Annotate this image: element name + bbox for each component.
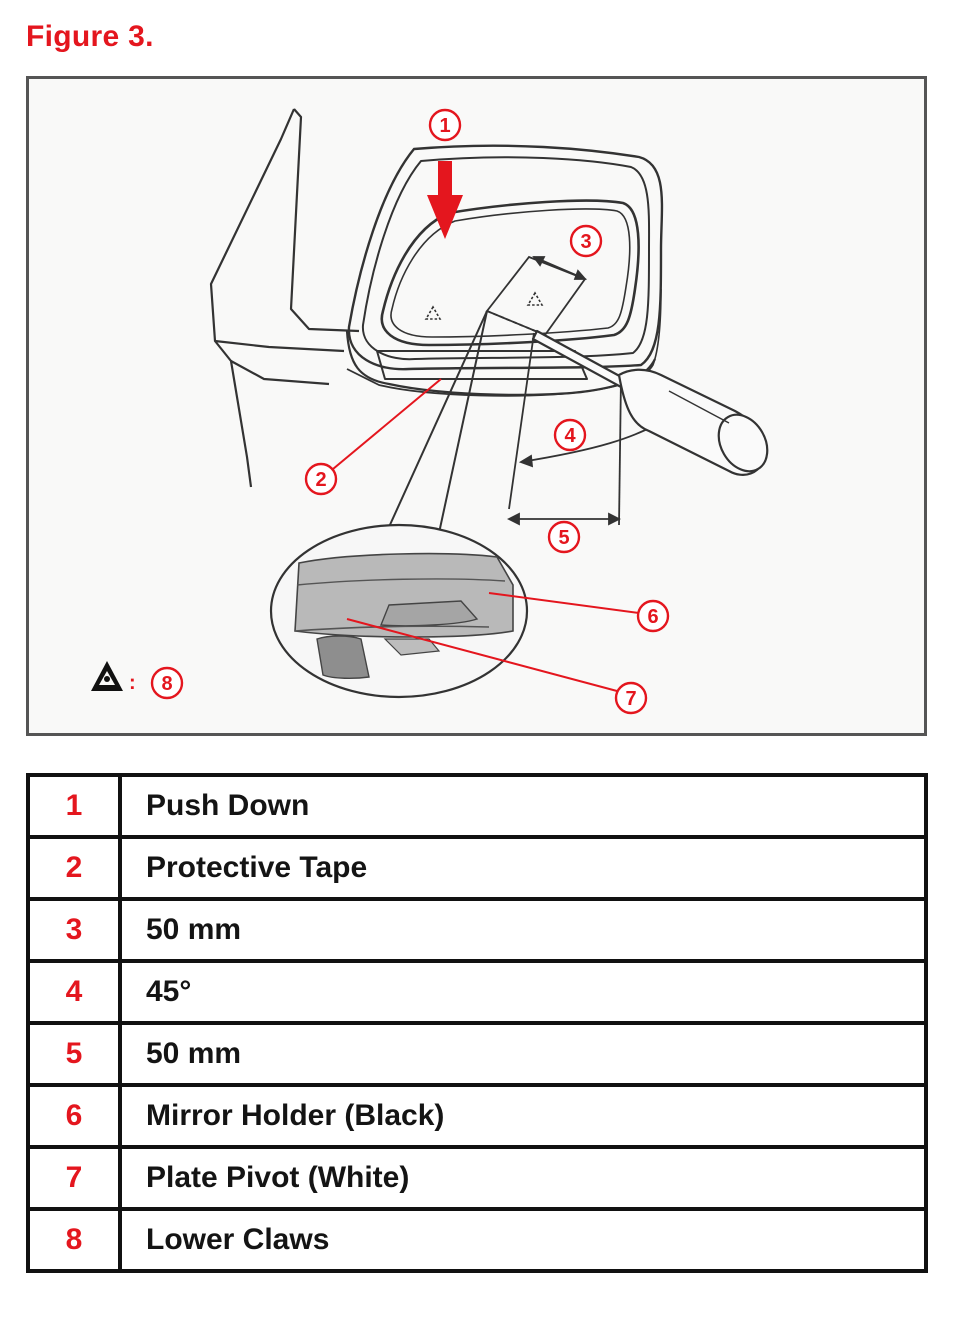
table-row: 1 Push Down [26, 773, 928, 839]
svg-text:8: 8 [161, 673, 172, 695]
door-pillar [209, 108, 360, 488]
push-down-arrow [427, 161, 463, 239]
table-row: 6 Mirror Holder (Black) [26, 1083, 928, 1149]
callout-7: 7 [614, 681, 648, 715]
lower-claws-symbol [91, 661, 123, 691]
legend-number: 4 [26, 959, 122, 1025]
legend-label: Lower Claws [118, 1207, 928, 1273]
zoom-detail [269, 523, 529, 699]
table-row: 2 Protective Tape [26, 835, 928, 901]
claw-marker-icon [424, 291, 544, 320]
svg-text:6: 6 [647, 606, 658, 628]
legend-label: 45° [118, 959, 928, 1025]
legend-number: 7 [26, 1145, 122, 1211]
table-row: 7 Plate Pivot (White) [26, 1145, 928, 1211]
legend-number: 6 [26, 1083, 122, 1149]
legend-number: 3 [26, 897, 122, 963]
diagram-svg: : 1 2 3 4 5 6 7 [91, 108, 769, 715]
svg-text:2: 2 [315, 469, 326, 491]
callout-5: 5 [547, 520, 581, 554]
callout-4: 4 [553, 418, 587, 452]
tape-strip [485, 255, 587, 337]
table-row: 8 Lower Claws [26, 1207, 928, 1273]
table-row: 4 45° [26, 959, 928, 1025]
legend-label: 50 mm [118, 1021, 928, 1087]
mirror-removal-diagram: : 1 2 3 4 5 6 7 [26, 76, 927, 736]
figure-title: Figure 3. [26, 20, 154, 53]
legend-number: 1 [26, 773, 122, 839]
mirror-housing [345, 144, 664, 397]
legend-table: 1 Push Down 2 Protective Tape 3 50 mm 4 … [26, 773, 928, 1273]
legend-number: 8 [26, 1207, 122, 1273]
callout-8: 8 [150, 666, 184, 700]
callout-1: 1 [428, 108, 462, 142]
symbol-separator: : [129, 672, 136, 694]
table-row: 5 50 mm [26, 1021, 928, 1087]
screwdriver-tool [531, 329, 769, 476]
legend-label: 50 mm [118, 897, 928, 963]
legend-label: Push Down [118, 773, 928, 839]
legend-label: Plate Pivot (White) [118, 1145, 928, 1211]
callout-6: 6 [636, 599, 670, 633]
svg-text:4: 4 [564, 425, 576, 447]
legend-number: 2 [26, 835, 122, 901]
legend-number: 5 [26, 1021, 122, 1087]
leader-lines [332, 378, 640, 692]
svg-text:5: 5 [558, 527, 569, 549]
svg-text:7: 7 [625, 688, 636, 710]
svg-text:1: 1 [439, 115, 450, 137]
zoom-funnel [388, 310, 488, 534]
callout-2: 2 [304, 462, 338, 496]
legend-label: Mirror Holder (Black) [118, 1083, 928, 1149]
legend-label: Protective Tape [118, 835, 928, 901]
svg-text:3: 3 [580, 231, 591, 253]
callout-3: 3 [569, 224, 603, 258]
table-row: 3 50 mm [26, 897, 928, 963]
